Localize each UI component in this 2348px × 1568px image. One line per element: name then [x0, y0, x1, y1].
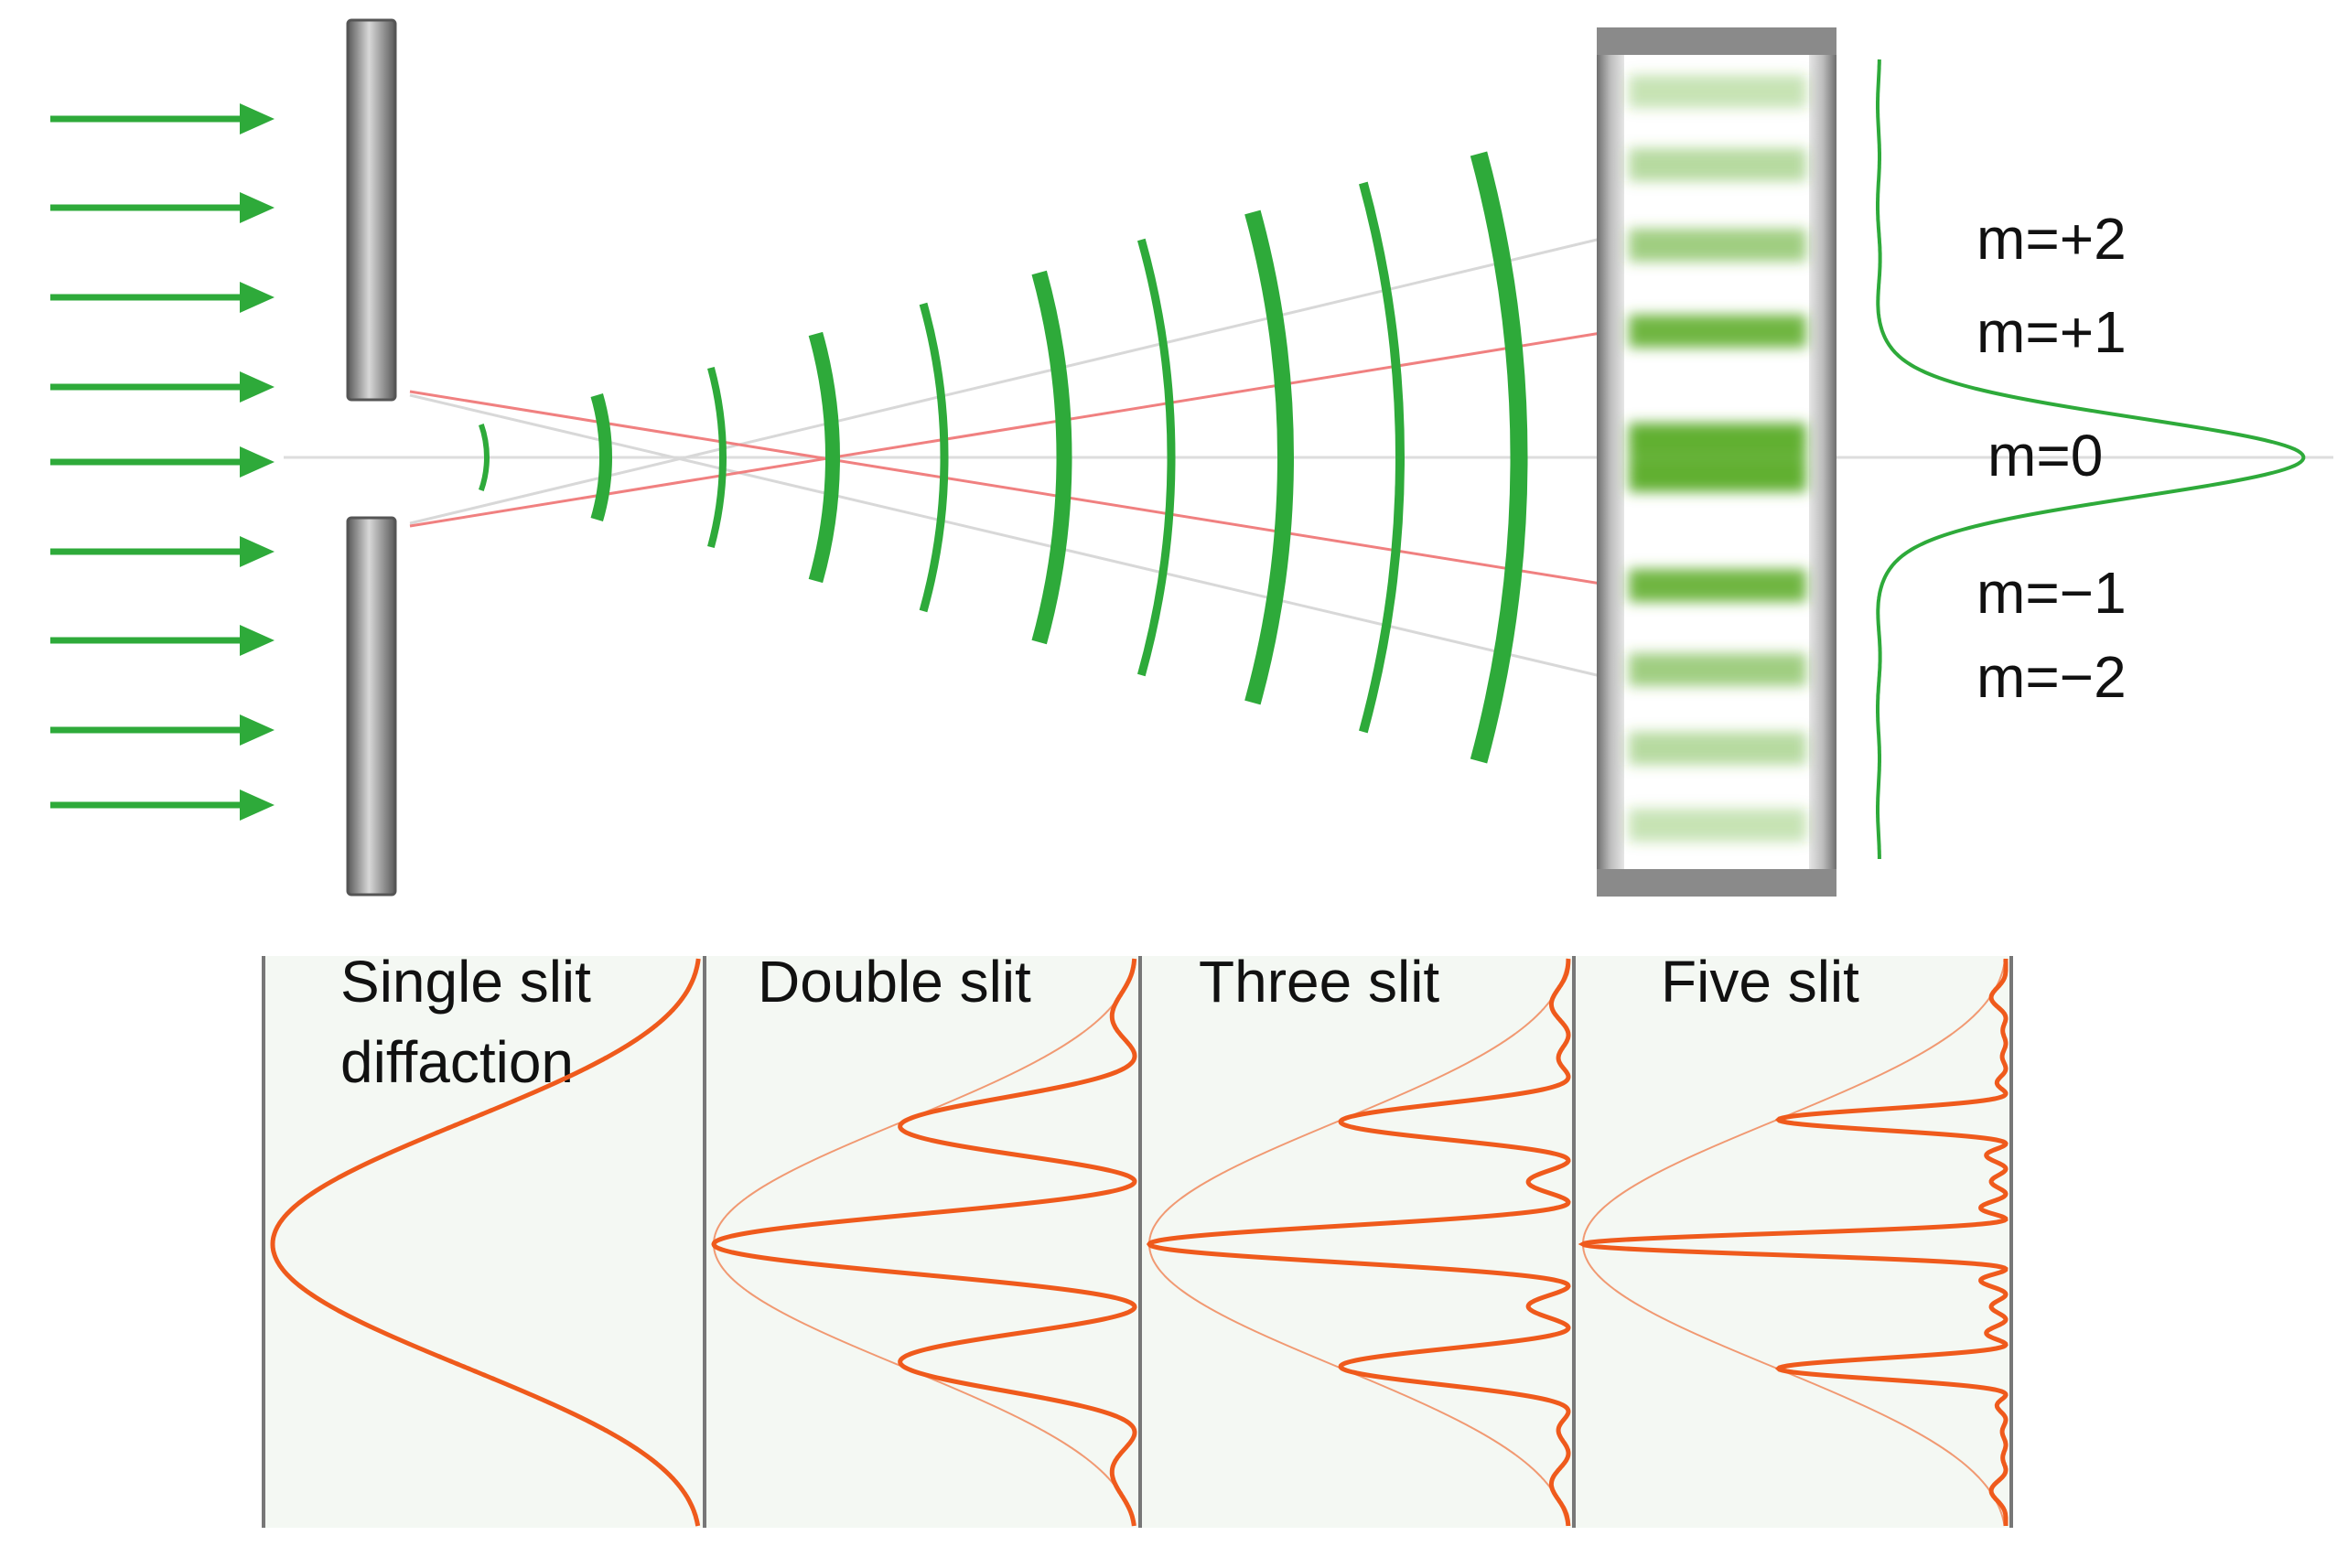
- screen-frame-bottom: [1597, 869, 1836, 897]
- screen-frame-left: [1597, 27, 1624, 897]
- fringe-band: [1629, 75, 1806, 108]
- intensity-profile-curve: [1876, 59, 2306, 859]
- fringe-band: [1629, 148, 1806, 181]
- wavefront-arc: [1359, 181, 1405, 734]
- order-label-m-plus-1: m=+1: [1976, 299, 2127, 365]
- order-label-m-plus-2: m=+2: [1976, 206, 2127, 272]
- panel-three-slit-title: Three slit: [1199, 949, 1439, 1015]
- fringe-band: [1629, 809, 1806, 842]
- incident-arrow-head: [240, 103, 275, 134]
- panel-three-slit-curve: [1146, 958, 1571, 1526]
- order-rays-red: [409, 329, 1613, 587]
- barrier-lower: [346, 516, 397, 897]
- panel-five-slit-title: Five slit: [1661, 949, 1859, 1015]
- incident-arrow-head: [240, 789, 275, 821]
- wavefront-arc: [590, 393, 612, 521]
- order-label-m-minus-1: m=−1: [1976, 560, 2127, 626]
- fringe-band: [1629, 229, 1806, 262]
- incident-arrow-head: [240, 282, 275, 313]
- central-fringe: [1629, 430, 1806, 485]
- fringe-band: [1629, 732, 1806, 765]
- incident-arrow-head: [240, 714, 275, 746]
- order-label-m-0: m=0: [1987, 423, 2103, 489]
- panel-double-slit-title: Double slit: [758, 949, 1031, 1015]
- panel-single-slit: Single slit diffaction: [270, 949, 701, 1527]
- panel-five-slit: Five slit: [1578, 949, 2009, 1527]
- wavefront-arc: [1244, 209, 1294, 705]
- incident-arrow-head: [240, 625, 275, 656]
- panels-background: [264, 956, 2011, 1528]
- panel-double-slit: Double slit: [711, 949, 1137, 1527]
- incident-arrow-head: [240, 192, 275, 223]
- barrier-upper: [346, 18, 397, 402]
- wavefront-arc: [808, 331, 840, 584]
- panel-single-slit-title-line-2: diffaction: [340, 1029, 574, 1095]
- wavefront-arc: [707, 366, 727, 549]
- wavefront-arc: [1136, 238, 1176, 677]
- fringe-band: [1629, 315, 1806, 348]
- incident-arrow-head: [240, 371, 275, 403]
- wavefront-arc: [1031, 270, 1072, 645]
- screen-frame-right: [1809, 27, 1836, 897]
- incident-wave-arrows: [50, 103, 275, 821]
- interference-fringes: [1629, 75, 1806, 842]
- incident-arrow-head: [240, 446, 275, 478]
- panel-three-slit: Three slit: [1146, 949, 1571, 1527]
- panel-dividers: [262, 956, 2013, 1528]
- panel-single-slit-title-line-1: Single slit: [340, 949, 591, 1015]
- panel-five-slit-curve: [1578, 959, 2009, 1526]
- slit-barrier: [346, 18, 397, 897]
- incident-arrow-head: [240, 536, 275, 567]
- order-label-m-minus-2: m=−2: [1976, 644, 2127, 710]
- fringe-band: [1629, 653, 1806, 686]
- screen-frame-top: [1597, 27, 1836, 55]
- panel-single-slit-curve: [270, 958, 701, 1527]
- detection-screen: [1597, 27, 1836, 897]
- order-labels: m=+2 m=+1 m=0 m=−1 m=−2: [1976, 206, 2127, 710]
- slit-comparison-panels: Single slit diffaction Double slit Three…: [262, 949, 2013, 1528]
- panel-double-slit-curve: [711, 958, 1137, 1527]
- wavefront-arc: [919, 302, 949, 613]
- fringe-band: [1629, 569, 1806, 602]
- wavefront-arc: [479, 424, 490, 491]
